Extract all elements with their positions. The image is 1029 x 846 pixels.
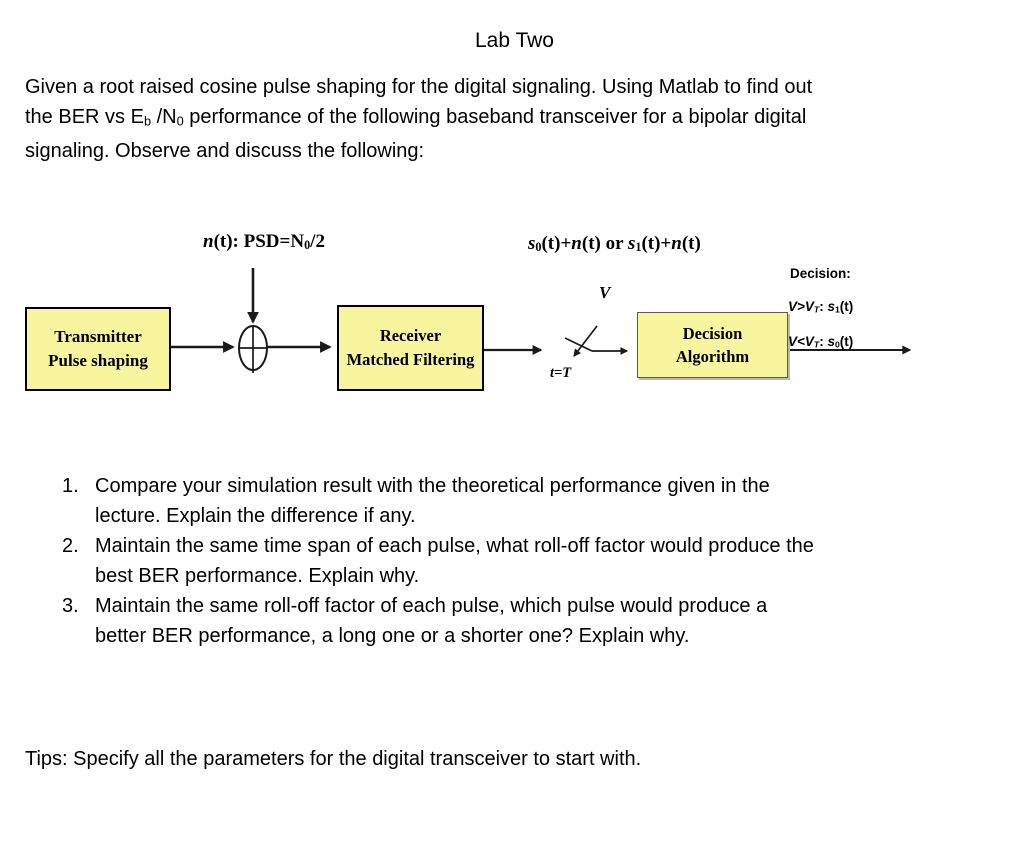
decision-heading: Decision: [790, 266, 851, 281]
decision-label-line2: Algorithm [675, 347, 750, 366]
transmitter-label-line2: Pulse shaping [48, 351, 148, 370]
question-1-line-2: lecture. Explain the difference if any. [95, 505, 416, 527]
receiver-label-line1: Receiver [379, 326, 442, 345]
decision-rule-1: V>VT: s1(t) [788, 299, 854, 315]
intro-line-1: Given a root raised cosine pulse shaping… [25, 76, 813, 98]
question-text: Maintain the same time span of each puls… [95, 531, 1010, 591]
question-3-line-2: better BER performance, a long one or a … [95, 625, 690, 647]
intro-paragraph: Given a root raised cosine pulse shaping… [25, 72, 1005, 166]
question-item-2: 2. Maintain the same time span of each p… [0, 531, 1010, 591]
decision-algorithm-block: Decision Algorithm [637, 312, 788, 378]
question-number: 1. [62, 475, 79, 497]
question-2-line-1: Maintain the same time span of each puls… [95, 535, 814, 557]
diagram-arrows [170, 268, 912, 373]
sample-value-label: V [599, 283, 611, 302]
intro-line-2: the BER vs Eb /N0 performance of the fol… [25, 106, 807, 129]
page-title: Lab Two [474, 29, 554, 52]
received-signal-label: s0(t)+n(t) or s1(t)+n(t) [528, 233, 701, 255]
intro-line-3: signaling. Observe and discuss the follo… [25, 140, 425, 163]
question-2-line-2: best BER performance. Explain why. [95, 565, 420, 587]
noise-psd-label: n(t): PSD=N0/2 [203, 231, 325, 253]
sampler-switch-icon [564, 325, 629, 357]
tips-note: Tips: Specify all the parameters for the… [25, 748, 642, 770]
receiver-block: Receiver Matched Filtering [337, 305, 484, 391]
question-item-3: 3. Maintain the same roll-off factor of … [0, 591, 1010, 651]
sampling-time-label: t=T [550, 365, 572, 381]
question-text: Maintain the same roll-off factor of eac… [95, 591, 1010, 651]
question-number: 2. [62, 535, 79, 557]
question-3-line-1: Maintain the same roll-off factor of eac… [95, 595, 768, 617]
question-text: Compare your simulation result with the … [95, 471, 1010, 531]
decision-rule-2: V<VT: s0(t) [788, 334, 854, 350]
question-number: 3. [62, 595, 79, 617]
question-item-1: 1. Compare your simulation result with t… [0, 471, 1010, 531]
transmitter-label-line1: Transmitter [54, 327, 142, 346]
receiver-label-line2: Matched Filtering [346, 350, 475, 369]
question-1-line-1: Compare your simulation result with the … [95, 475, 770, 497]
transmitter-block: Transmitter Pulse shaping [25, 307, 171, 391]
adder-node-icon [238, 325, 268, 373]
decision-label-line1: Decision [682, 324, 743, 343]
question-list: 1. Compare your simulation result with t… [0, 471, 1010, 651]
